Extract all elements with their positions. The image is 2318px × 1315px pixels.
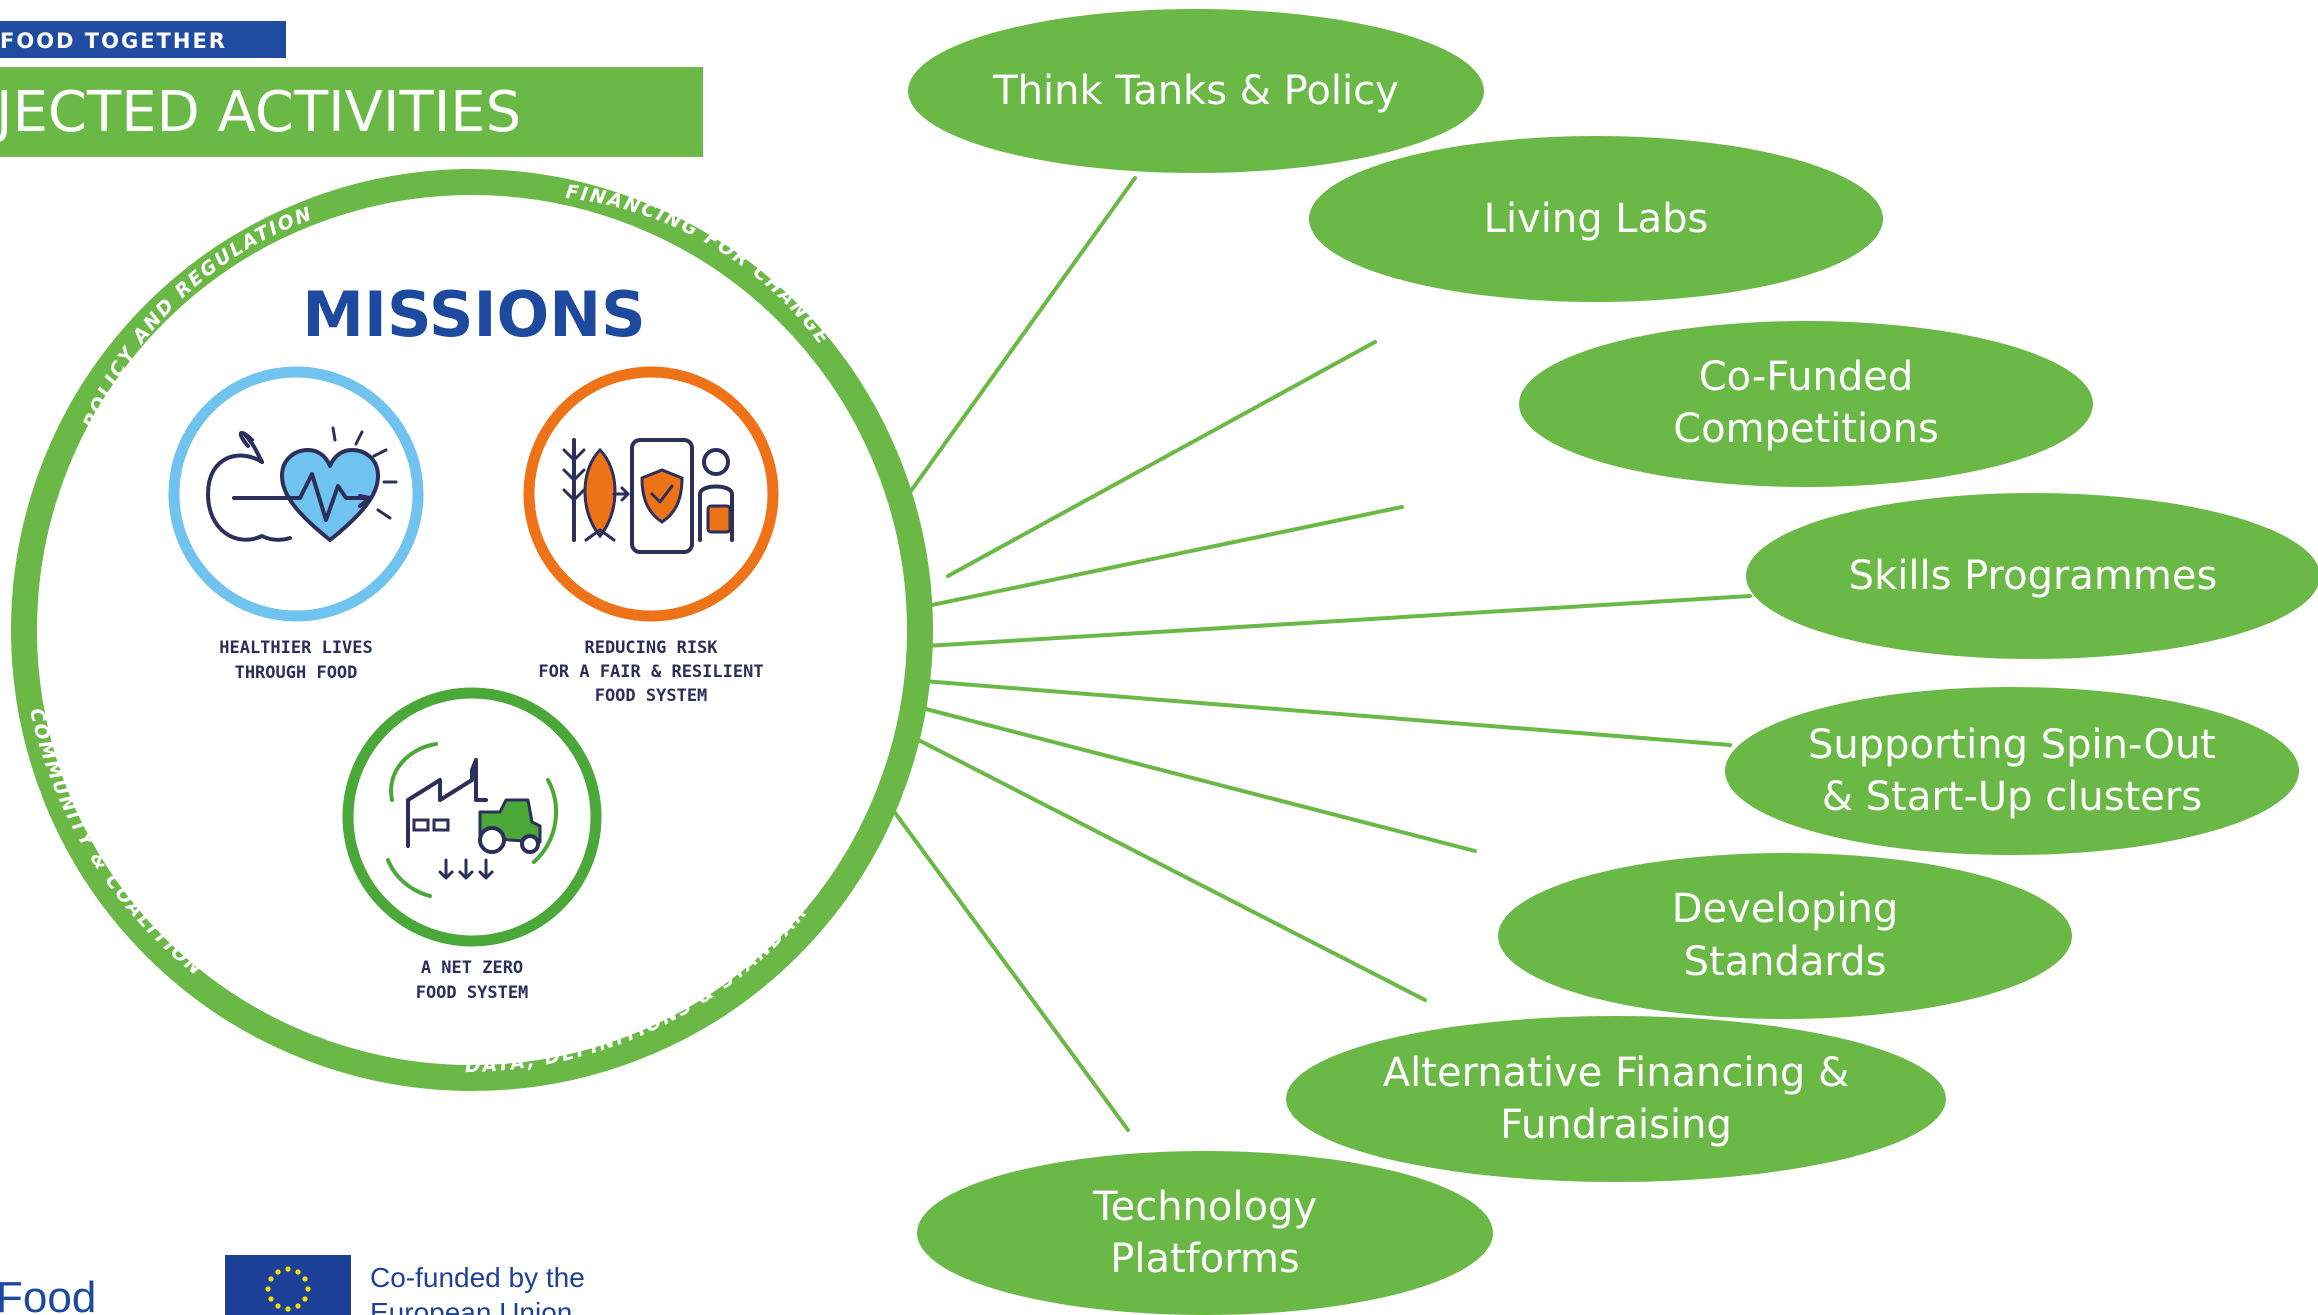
activity-bubble xyxy=(1746,493,2318,659)
connector-line xyxy=(946,340,1377,578)
missions-wheel: POLICY AND REGULATION FINANCING FOR CHAN… xyxy=(0,0,933,1091)
mission-caption-line: THROUGH FOOD xyxy=(235,663,358,683)
activity-bubble xyxy=(1519,321,2093,487)
food-phone-shield-icon xyxy=(562,438,734,554)
connector-line xyxy=(858,690,1477,853)
activity-bubble xyxy=(917,1151,1493,1315)
activity-co-funded-competitions: Co-Funded Competitions xyxy=(1519,321,2093,487)
activity-label: Platforms xyxy=(1110,1236,1300,1282)
mission-healthier-lives: HEALTHIER LIVES THROUGH FOOD xyxy=(168,366,424,683)
connector-line xyxy=(858,505,1404,622)
mission-caption-line: HEALTHIER LIVES xyxy=(219,638,373,658)
activity-label: Alternative Financing & xyxy=(1383,1050,1849,1096)
activities: Think Tanks & Policy Living Labs Co-Fund… xyxy=(908,9,2318,1315)
activity-label: Living Labs xyxy=(1484,196,1709,242)
mission-caption-line: A NET ZERO xyxy=(421,958,523,978)
activity-label: Competitions xyxy=(1673,406,1939,452)
activity-living-labs: Living Labs xyxy=(1309,136,1883,302)
activity-label: Supporting Spin-Out xyxy=(1808,722,2216,768)
mission-caption-line: REDUCING RISK xyxy=(584,638,718,658)
activity-label: Fundraising xyxy=(1500,1102,1732,1148)
footer-logo-text: Food xyxy=(0,1273,96,1315)
connector-line xyxy=(858,594,1752,652)
connector-line xyxy=(858,708,1427,1002)
page-title: JECTED ACTIVITIES xyxy=(0,80,521,145)
activity-spin-out-start-up: Supporting Spin-Out & Start-Up clusters xyxy=(1725,687,2299,855)
mission-net-zero: A NET ZERO FOOD SYSTEM xyxy=(342,687,602,1003)
activity-label: & Start-Up clusters xyxy=(1822,774,2202,820)
activity-label: Co-Funded xyxy=(1699,354,1914,400)
activity-bubble xyxy=(1286,1016,1946,1182)
activity-developing-standards: Developing Standards xyxy=(1498,853,2072,1019)
activity-alternative-financing: Alternative Financing & Fundraising xyxy=(1286,1016,1946,1182)
missions-heading: MISSIONS xyxy=(302,278,646,351)
mission-caption-line: FOOD SYSTEM xyxy=(416,983,529,1003)
mission-caption-line: FOOD SYSTEM xyxy=(595,686,708,706)
mission-ring-green xyxy=(342,687,602,947)
apple-heart-icon xyxy=(206,426,398,542)
eu-cofunded-line: Co-funded by the xyxy=(370,1262,585,1293)
activity-bubble xyxy=(1725,687,2299,855)
activity-label: Standards xyxy=(1684,939,1887,985)
activity-label: Skills Programmes xyxy=(1849,553,2218,599)
connector-line xyxy=(858,674,1732,747)
activity-label: Developing xyxy=(1672,886,1899,932)
eu-cofunded-line: European Union xyxy=(370,1297,572,1315)
activity-bubble xyxy=(908,9,1484,173)
activity-think-tanks: Think Tanks & Policy xyxy=(908,9,1484,173)
mission-reducing-risk: REDUCING RISK FOR A FAIR & RESILIENT FOO… xyxy=(523,366,779,706)
activity-label: Technology xyxy=(1092,1184,1317,1230)
eu-flag-icon xyxy=(225,1255,351,1315)
activity-technology-platforms: Technology Platforms xyxy=(917,1151,1493,1315)
header-title-bar xyxy=(0,67,703,157)
activity-label: Think Tanks & Policy xyxy=(992,68,1399,114)
activity-bubble xyxy=(1498,853,2072,1019)
factory-tractor-icon xyxy=(386,742,559,898)
activity-bubble xyxy=(1309,136,1883,302)
header-tag-bar xyxy=(0,21,286,58)
activity-skills-programmes: Skills Programmes xyxy=(1746,493,2318,659)
header-tag: FOOD TOGETHER xyxy=(0,29,227,53)
mission-caption-line: FOR A FAIR & RESILIENT xyxy=(538,662,763,682)
